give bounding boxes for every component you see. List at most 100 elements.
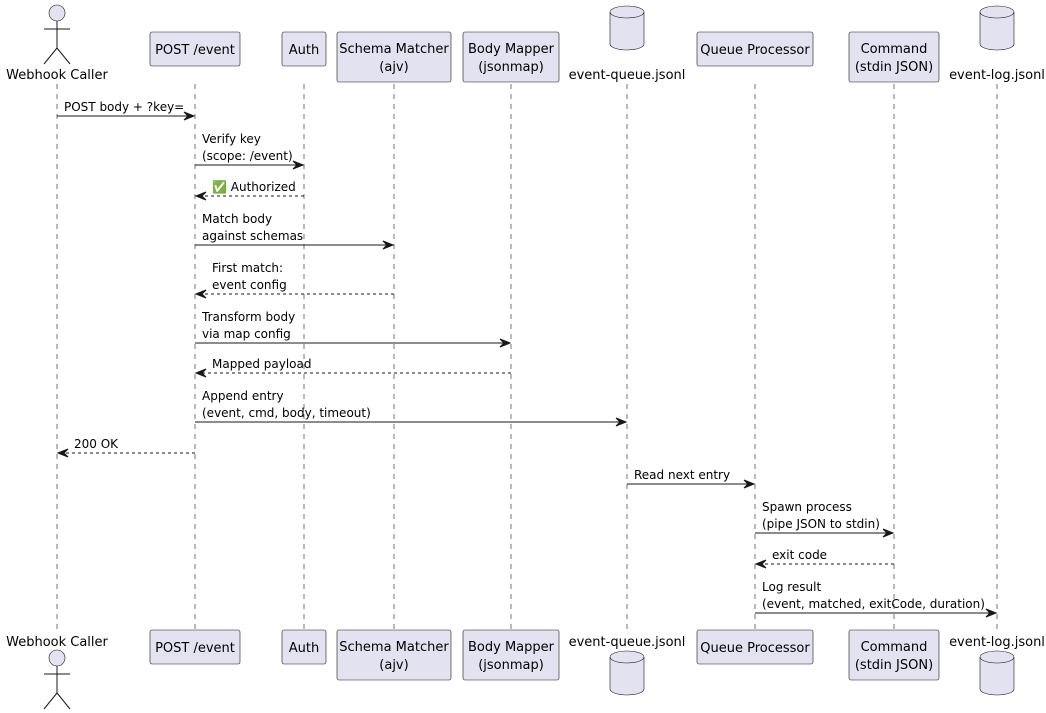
message-first-match: First match: event config	[194, 261, 394, 299]
message-label: Read next entry	[634, 468, 730, 482]
participant-label: event-queue.jsonl	[569, 635, 686, 650]
message-label: First match:	[212, 261, 283, 275]
message-authorized: ✅ Authorized	[194, 180, 304, 201]
participant-label: (ajv)	[379, 658, 408, 673]
participant-label: (jsonmap)	[478, 658, 544, 673]
participant-box	[336, 31, 452, 83]
participant-box	[149, 31, 241, 67]
message-label: (event, matched, exitCode, duration)	[762, 597, 985, 611]
participant-auth-bottom: Auth	[281, 629, 327, 665]
message-label: exit code	[772, 548, 827, 562]
participant-schema-top: Schema Matcher (ajv)	[336, 31, 452, 83]
lifelines	[56, 84, 998, 630]
participant-mapper-bottom: Body Mapper (jsonmap)	[462, 629, 560, 681]
message-match-body: Match body against schemas	[195, 212, 395, 250]
actor-caller-top: Webhook Caller	[6, 4, 109, 83]
message-200-ok: 200 OK	[56, 437, 195, 458]
arrowhead-icon	[194, 368, 207, 378]
message-append-entry: Append entry (event, cmd, body, timeout)	[195, 389, 628, 427]
message-label: (event, cmd, body, timeout)	[202, 406, 371, 420]
message-label: via map config	[202, 327, 291, 341]
participant-box	[281, 629, 327, 665]
arrowhead-icon	[615, 417, 628, 427]
message-label: Match body	[202, 212, 272, 226]
database-cylinder-icon	[979, 650, 1015, 696]
database-rim-icon	[609, 11, 645, 19]
actor-head-icon	[48, 4, 66, 22]
database-queue-bottom: event-queue.jsonl	[569, 635, 686, 696]
actor-head-icon	[48, 649, 66, 667]
messages: POST body + ?key= Verify key (scope: /even…	[56, 100, 998, 618]
actor-leg-icon	[43, 692, 58, 710]
participant-box	[336, 629, 452, 681]
participant-label: (stdin JSON)	[855, 60, 933, 75]
message-label: against schemas	[202, 229, 303, 243]
participant-label: Webhook Caller	[6, 635, 108, 650]
participant-schema-bottom: Schema Matcher (ajv)	[336, 629, 452, 681]
participant-label: Queue Processor	[700, 641, 810, 656]
arrowhead-icon	[194, 191, 207, 201]
database-rim-icon	[979, 656, 1015, 664]
message-label: Log result	[762, 580, 821, 594]
participant-label: Schema Matcher	[339, 42, 449, 57]
participant-label: Body Mapper	[468, 42, 555, 57]
message-label: event config	[212, 278, 287, 292]
arrowhead-icon	[743, 479, 756, 489]
participant-label: Command	[861, 42, 928, 57]
message-read-next-entry: Read next entry	[627, 468, 756, 489]
participant-label: Queue Processor	[700, 43, 810, 58]
participant-label: Webhook Caller	[6, 68, 108, 83]
arrowhead-icon	[292, 160, 305, 170]
actor-leg-icon	[56, 692, 71, 710]
participants-bottom: Webhook Caller POST /event Auth Schema Matc…	[6, 629, 1045, 710]
message-label: (scope: /event)	[202, 149, 293, 163]
participant-label: Body Mapper	[468, 640, 555, 655]
database-log-top: event-log.jsonl	[949, 5, 1045, 83]
message-label: Mapped payload	[212, 357, 311, 371]
database-cylinder-icon	[979, 5, 1015, 51]
participant-mapper-top: Body Mapper(jsonmap)	[462, 31, 560, 83]
arrowhead-icon	[194, 289, 207, 299]
participant-box	[149, 629, 241, 665]
database-rim-icon	[979, 11, 1015, 19]
actor-leg-icon	[43, 47, 58, 65]
participant-label: event-queue.jsonl	[569, 68, 686, 83]
participant-command-bottom: Command (stdin JSON)	[848, 629, 940, 681]
message-label: (pipe JSON to stdin)	[762, 517, 880, 531]
arrowhead-icon	[499, 338, 512, 348]
participant-command-top: Command (stdin JSON)	[848, 31, 940, 83]
participant-post-bottom: POST /event	[149, 629, 241, 665]
message-exit-code: exit code	[754, 548, 894, 569]
participant-box	[696, 629, 814, 665]
database-rim-icon	[609, 656, 645, 664]
actor-leg-icon	[56, 47, 71, 65]
arrowhead-icon	[382, 240, 395, 250]
arrowhead-icon	[754, 559, 767, 569]
participant-processor-top: Queue Processor	[696, 31, 814, 67]
message-label: Append entry	[202, 389, 284, 403]
participant-label: Command	[861, 640, 928, 655]
participant-label: (stdin JSON)	[855, 658, 933, 673]
message-post-body-key: POST body + ?key=	[57, 100, 196, 121]
message-log-result: Log result (event, matched, exitCode, dur…	[755, 580, 998, 618]
participant-box	[848, 629, 940, 681]
participant-label: (ajv)	[379, 60, 408, 75]
database-cylinder-icon	[609, 5, 645, 51]
message-label: ✅ Authorized	[212, 180, 296, 194]
message-spawn-process: Spawn process(pipe JSON to stdin)	[755, 500, 895, 538]
database-cylinder-icon	[609, 650, 645, 696]
participant-label: event-log.jsonl	[949, 635, 1045, 650]
message-label: Verify key	[202, 132, 261, 146]
message-label: Transform body	[201, 310, 295, 324]
participant-label: event-log.jsonl	[949, 68, 1045, 83]
arrowhead-icon	[183, 111, 196, 121]
actor-caller-bottom: Webhook Caller	[6, 635, 109, 710]
participant-processor-bottom: Queue Processor	[696, 629, 814, 665]
arrowhead-icon	[882, 528, 895, 538]
participant-post-top: POST /event	[149, 31, 241, 67]
message-label: 200 OK	[74, 437, 119, 451]
participant-label: Auth	[289, 641, 319, 656]
participant-label: Schema Matcher	[339, 640, 449, 655]
participant-auth-top: Auth	[281, 31, 327, 67]
message-verify-key: Verify key (scope: /event)	[195, 132, 305, 170]
